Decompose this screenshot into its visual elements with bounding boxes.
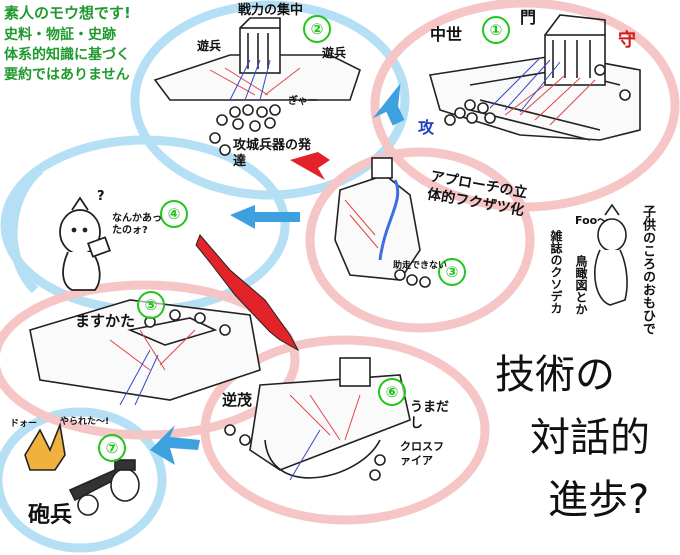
question-mark: ? <box>97 189 105 204</box>
label-crossfire: クロスファイア <box>400 440 444 468</box>
label-mamori: 守 <box>618 30 636 51</box>
disclaimer-line-4: 要約ではありません <box>4 67 130 83</box>
label-dooo: ドォー <box>10 419 38 429</box>
pink-rings <box>0 0 680 525</box>
ring-scene-5 <box>0 280 300 440</box>
scene-1-gate-drawing <box>428 14 641 141</box>
arrow-blue-3-to-4 <box>230 205 300 229</box>
label-masukata: ますかた <box>75 312 136 330</box>
scene-4-character <box>59 196 112 291</box>
side-note-col-2: 鳥瞰図とか <box>574 255 588 315</box>
ring-scene-7 <box>0 407 167 553</box>
arrow-blue-6-to-7 <box>150 425 200 465</box>
side-note-col-3: 雑誌のクソデカ <box>549 230 563 314</box>
label-gyakuro: 逆茂 <box>222 391 253 409</box>
arrow-red-2-to-3 <box>290 152 330 180</box>
scene-number-2: ② <box>303 15 331 43</box>
label-umadashi: うまだし <box>410 400 450 432</box>
title-line-3: 進歩? <box>548 477 650 523</box>
title-line-1: 技術の <box>495 352 615 398</box>
scene-number-5: ⑤ <box>137 291 165 319</box>
scene-number-1: ① <box>482 16 510 44</box>
arrow-red-4-to-6 <box>195 234 300 352</box>
label-mon: 門 <box>520 8 537 27</box>
label-seme: 攻 <box>418 118 435 137</box>
scene-7-cannon-drawing <box>24 422 140 516</box>
ring-scene-2 <box>130 0 410 200</box>
ring-scene-3 <box>305 147 535 333</box>
label-chusei: 中世 <box>430 25 463 44</box>
side-note-col-1: 子供のころのおもひで <box>640 205 655 335</box>
disclaimer-line-2: 史料・物証・史跡 <box>4 27 116 43</box>
scene-6-umadashi-drawing <box>224 357 411 481</box>
scene-2-siege-drawing <box>153 17 361 156</box>
ring-scene-6 <box>200 335 490 525</box>
label-senryoku-shuchu: 戦力の集中 <box>238 3 304 18</box>
label-gya: ぎゃー <box>288 96 318 107</box>
scene-5-masugata-drawing <box>29 299 261 406</box>
scene-3-approach-drawing <box>334 157 431 288</box>
arrow-blue-1-to-2 <box>372 83 405 126</box>
scene-number-3: ③ <box>438 258 466 286</box>
disclaimer-line-3: 体系的知識に基づく <box>4 47 130 63</box>
label-hohei: 砲兵 <box>28 503 73 528</box>
label-yuhei-right: 遊兵 <box>322 46 347 60</box>
scene-number-4: ④ <box>160 200 188 228</box>
side-character <box>594 203 628 306</box>
label-josou-dekinai: 助走できない <box>393 261 448 271</box>
title-line-2: 対話的 <box>530 415 650 461</box>
label-foo: Foo〜 <box>575 214 609 227</box>
scene-number-7: ⑦ <box>98 434 126 462</box>
label-yuhei-left: 遊兵 <box>197 39 222 53</box>
label-kojo-heiki: 攻城兵器の発達 <box>233 138 312 169</box>
ring-left-arc <box>8 166 44 294</box>
disclaimer-line-1: 素人のモウ想です! <box>4 4 131 22</box>
label-yarareta: やられた〜! <box>60 417 110 427</box>
arrows <box>150 83 405 465</box>
speech-bubble: なんかあったのォ? <box>112 213 162 236</box>
scene-number-6: ⑥ <box>378 378 406 406</box>
